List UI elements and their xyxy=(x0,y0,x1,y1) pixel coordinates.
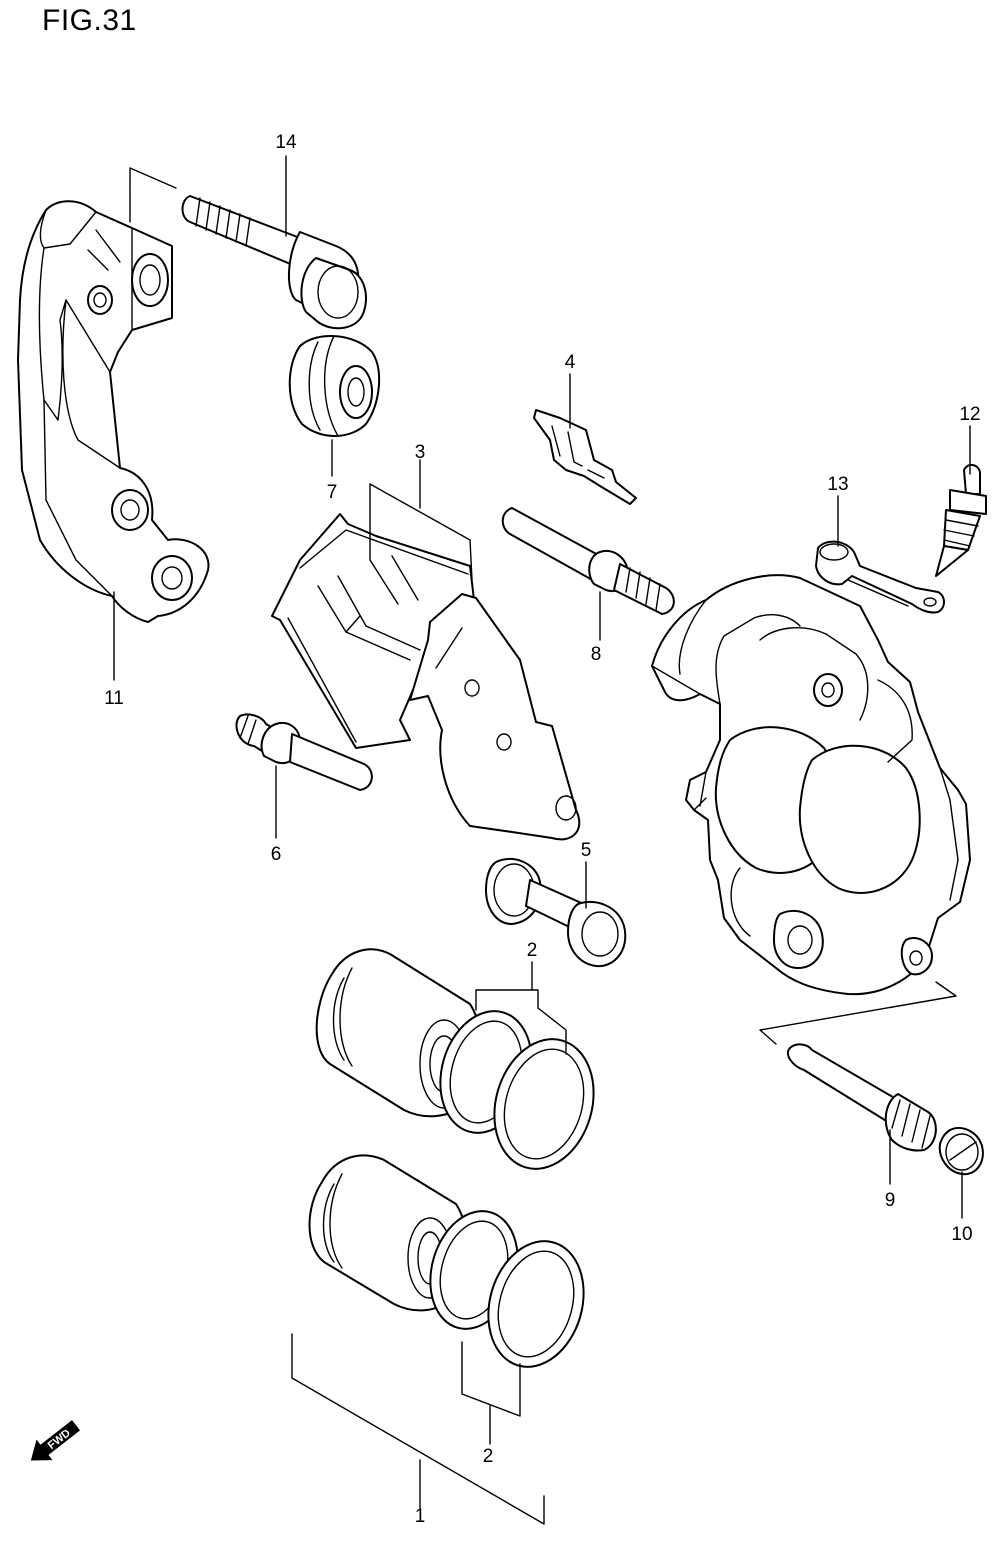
part-4-pad-spring xyxy=(533,409,637,505)
assembly-bracket-1 xyxy=(291,1333,545,1525)
callout-8: 8 xyxy=(591,644,602,665)
callout-1: 1 xyxy=(415,1506,426,1527)
callout-11: 11 xyxy=(104,688,124,709)
callout-4: 4 xyxy=(565,352,576,373)
reference-line-2-upper xyxy=(475,989,567,1055)
reference-line-3 xyxy=(369,483,473,581)
callout-12: 12 xyxy=(959,404,980,425)
part-6-slide-pin xyxy=(235,713,373,791)
callout-3: 3 xyxy=(415,442,426,463)
part-8-slide-pin xyxy=(501,507,675,615)
reference-line-caliper-9 xyxy=(759,981,957,1045)
part-13-bleeder-cap xyxy=(815,540,945,614)
callout-2-upper: 2 xyxy=(527,940,538,961)
fwd-direction-indicator: FWD xyxy=(30,1420,81,1461)
dust-seal-lower xyxy=(487,1240,585,1368)
part-12-bleeder-valve xyxy=(935,464,987,577)
part-5-bolt xyxy=(485,857,627,968)
callout-13: 13 xyxy=(827,474,848,495)
caliper-body xyxy=(651,574,971,996)
callout-7: 7 xyxy=(327,482,338,503)
callout-5: 5 xyxy=(581,840,592,861)
part-10-screw-cap xyxy=(938,1127,984,1176)
reference-line-2-lower xyxy=(461,1341,521,1417)
part-11-caliper-bracket xyxy=(17,200,210,623)
callout-6: 6 xyxy=(271,844,282,865)
reference-line-11-14 xyxy=(129,167,177,223)
figure-title: FIG.31 xyxy=(42,4,137,37)
fwd-arrow-icon xyxy=(30,1420,81,1461)
leader-lines xyxy=(113,155,971,1509)
callout-2-lower: 2 xyxy=(483,1446,494,1467)
dust-seal-upper xyxy=(493,1038,595,1170)
callout-14: 14 xyxy=(275,132,297,153)
part-7-boot xyxy=(288,335,381,437)
part-9-slide-pin xyxy=(786,1043,937,1152)
part-3-brake-pads xyxy=(271,513,581,841)
part-14-bracket-bolt xyxy=(181,195,367,330)
callout-10: 10 xyxy=(951,1224,972,1245)
callout-9: 9 xyxy=(885,1190,896,1211)
